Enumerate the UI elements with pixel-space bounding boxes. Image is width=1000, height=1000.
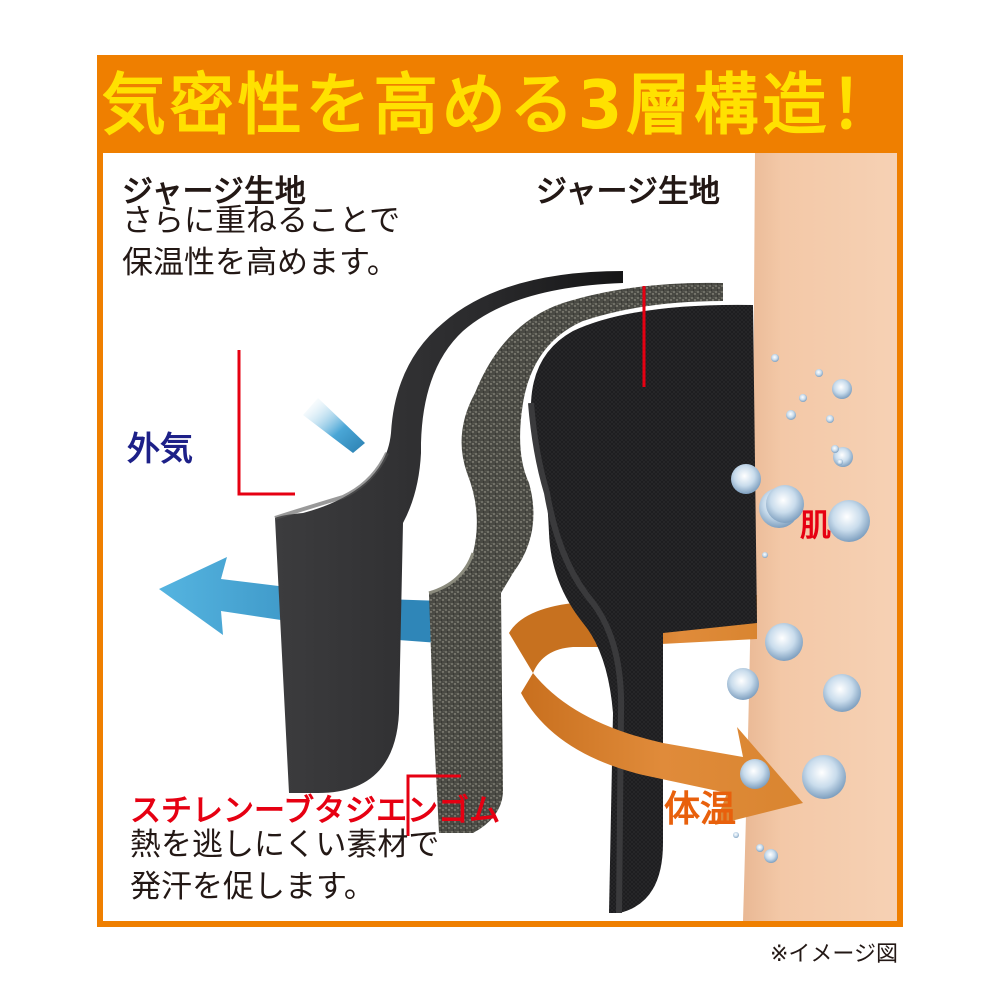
outer-jersey-title: ジャージ生地 <box>122 174 306 210</box>
outer-jersey-layer <box>275 271 623 793</box>
layer-diagram-graphic <box>159 151 897 921</box>
outer-jersey-desc-line2: 保温性を高めます。 <box>122 245 398 281</box>
infographic-frame: 気密性を高める3層構造！ <box>97 55 903 927</box>
page-title: 気密性を高める3層構造！ <box>101 67 899 145</box>
sweat-droplets <box>727 354 870 863</box>
rubber-desc-line1: 熱を逃しにくい素材で <box>130 827 440 863</box>
skin-label: 肌 <box>800 508 831 544</box>
title-banner: 気密性を高める3層構造！ <box>103 61 897 153</box>
outside-air-arrow-upper <box>303 398 365 453</box>
rubber-leader-line <box>406 774 461 836</box>
outer-jersey-leader-line <box>237 350 295 496</box>
outer-jersey-desc-line1: さらに重ねることで <box>122 203 401 239</box>
outside-air-label: 外気 <box>127 429 193 468</box>
rubber-desc-line2: 発汗を促します。 <box>130 869 375 905</box>
inner-jersey-layer <box>531 304 757 913</box>
body-heat-curl <box>509 603 603 673</box>
three-layer-illustration <box>103 151 897 921</box>
skin-arm <box>743 151 897 921</box>
rubber-title: スチレンーブタジエンゴム <box>130 793 501 829</box>
inner-jersey-title: ジャージ生地 <box>536 174 720 210</box>
body-heat-arrow <box>521 673 803 825</box>
image-disclaimer-note: ※イメージ図 <box>770 942 898 967</box>
styrene-butadiene-rubber-layer <box>429 282 723 833</box>
body-heat-label: 体温 <box>664 789 737 830</box>
